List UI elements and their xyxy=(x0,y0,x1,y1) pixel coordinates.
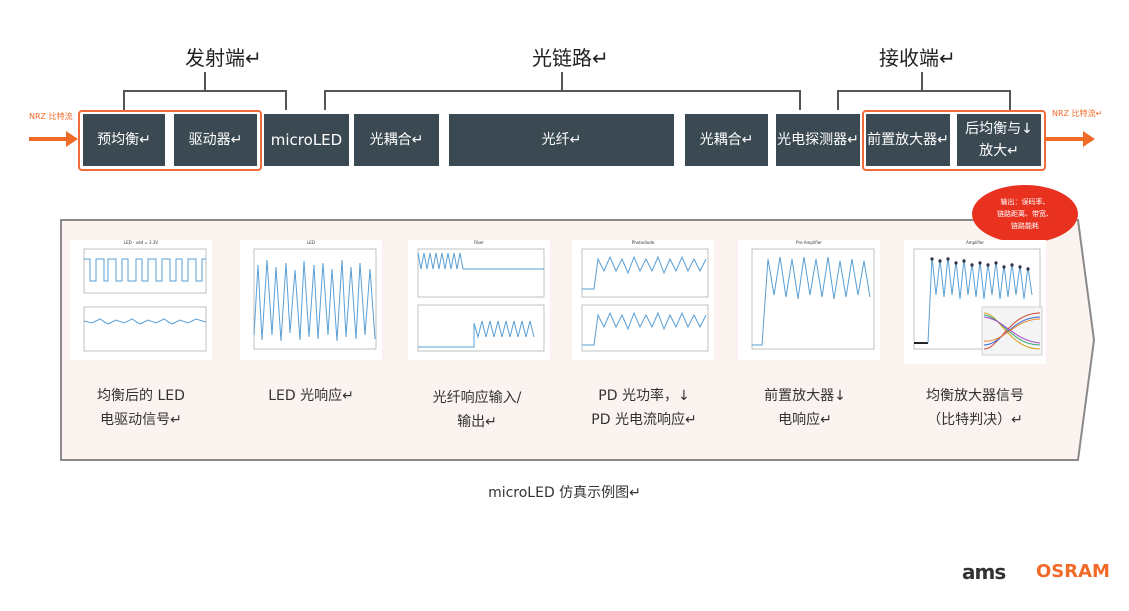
plot-amplifier: Amplifier xyxy=(904,240,1046,364)
bit-decision-markers xyxy=(930,257,1030,271)
block-pre-equalizer: 预均衡↵ xyxy=(83,114,165,166)
plot-preamplifier-traces xyxy=(751,248,875,350)
block-post-equalizer: 后均衡与↓ 放大↵ xyxy=(957,114,1041,166)
plot-led-drive-traces xyxy=(83,248,207,352)
osram-logo: OSRAM xyxy=(1036,561,1110,582)
caption-fiber-line1: 光纤响应输入/ xyxy=(432,390,522,406)
caption-photodiode-line2: PD 光电流响应↵ xyxy=(591,412,697,428)
caption-preamplifier-line2: 电响应↵ xyxy=(778,412,832,428)
output-nrz-label: NRZ 比特流↵ xyxy=(1052,109,1103,118)
caption-fiber: 光纤响应输入/ 输出↵ xyxy=(402,386,552,434)
output-metrics-bubble: 输出：误码率、 链路距离、带宽、 链路能耗 xyxy=(972,185,1078,243)
bubble-line1: 输出：误码率、 xyxy=(1000,198,1050,206)
group-title-receiver: 接收端↵ xyxy=(879,46,956,70)
block-post-equalizer-line1: 后均衡与↓ xyxy=(965,121,1033,137)
caption-led-drive-line1: 均衡后的 LED xyxy=(97,388,185,404)
eye-diagram-inset xyxy=(981,306,1043,356)
block-driver: 驱动器↵ xyxy=(174,114,257,166)
plot-led-optical: LED xyxy=(240,240,382,360)
caption-preamplifier-line1: 前置放大器↓ xyxy=(764,388,846,404)
receiver-bracket xyxy=(837,90,1011,110)
plot-fiber-traces xyxy=(417,248,545,352)
plot-amplifier-traces xyxy=(913,248,1043,356)
input-nrz-label: NRZ 比特流 xyxy=(29,112,73,121)
block-preamplifier: 前置放大器↵ xyxy=(866,114,950,166)
block-coupler-out: 光耦合↵ xyxy=(685,114,768,166)
plot-led-optical-traces xyxy=(253,248,377,350)
output-arrow xyxy=(1046,137,1086,141)
input-arrow xyxy=(29,137,69,141)
receiver-bracket-stem xyxy=(921,72,923,90)
ams-logo: ams xyxy=(962,560,1006,584)
plot-photodiode-traces xyxy=(581,248,709,352)
bubble-line2: 链路距离、带宽、 xyxy=(997,210,1053,218)
caption-amplifier: 均衡放大器信号 （比特判决）↵ xyxy=(900,384,1050,432)
plot-title: Pre Amplifier xyxy=(796,240,822,245)
caption-amplifier-line2: （比特判决）↵ xyxy=(927,412,1023,428)
plot-preamplifier: Pre Amplifier xyxy=(738,240,880,360)
group-title-optical-link: 光链路↵ xyxy=(532,46,609,70)
output-arrow-head xyxy=(1083,131,1095,147)
figure-caption: microLED 仿真示例图↵ xyxy=(488,485,641,501)
block-microled: microLED xyxy=(264,114,349,166)
transmitter-bracket-stem xyxy=(204,72,206,90)
receiver-highlight xyxy=(862,110,1046,171)
bubble-line3: 链路能耗 xyxy=(1011,222,1039,230)
plot-title: Amplifier xyxy=(965,240,985,245)
plot-fiber: Fiber xyxy=(408,240,550,360)
caption-amplifier-line1: 均衡放大器信号 xyxy=(926,388,1024,404)
caption-photodiode: PD 光功率，↓ PD 光电流响应↵ xyxy=(566,384,722,432)
plot-led-drive: LED - vdd = 3.3V xyxy=(70,240,212,360)
caption-led-optical-line1: LED 光响应↵ xyxy=(268,388,354,404)
caption-photodiode-line1: PD 光功率，↓ xyxy=(598,388,690,404)
transmitter-highlight xyxy=(78,110,262,171)
optical-link-bracket xyxy=(324,90,801,110)
block-fiber: 光纤↵ xyxy=(449,114,674,166)
caption-preamplifier: 前置放大器↓ 电响应↵ xyxy=(738,384,872,432)
group-title-transmitter: 发射端↵ xyxy=(185,46,262,70)
plot-title: LED - vdd = 3.3V xyxy=(123,240,159,245)
caption-led-drive-line2: 电驱动信号↵ xyxy=(100,412,182,428)
optical-link-bracket-stem xyxy=(561,72,563,90)
caption-led-optical: LED 光响应↵ xyxy=(244,384,378,408)
plot-title: Fiber xyxy=(474,240,484,245)
block-post-equalizer-line2: 放大↵ xyxy=(979,143,1019,159)
block-coupler-in: 光耦合↵ xyxy=(354,114,439,166)
caption-led-drive: 均衡后的 LED 电驱动信号↵ xyxy=(74,384,208,432)
plot-title: LED xyxy=(307,240,315,245)
caption-fiber-line2: 输出↵ xyxy=(457,414,497,430)
plot-title: Photodiode xyxy=(631,240,655,245)
transmitter-bracket xyxy=(123,90,287,110)
plot-photodiode: Photodiode xyxy=(572,240,714,360)
input-arrow-head xyxy=(66,131,78,147)
block-photodetector: 光电探测器↵ xyxy=(776,114,860,166)
